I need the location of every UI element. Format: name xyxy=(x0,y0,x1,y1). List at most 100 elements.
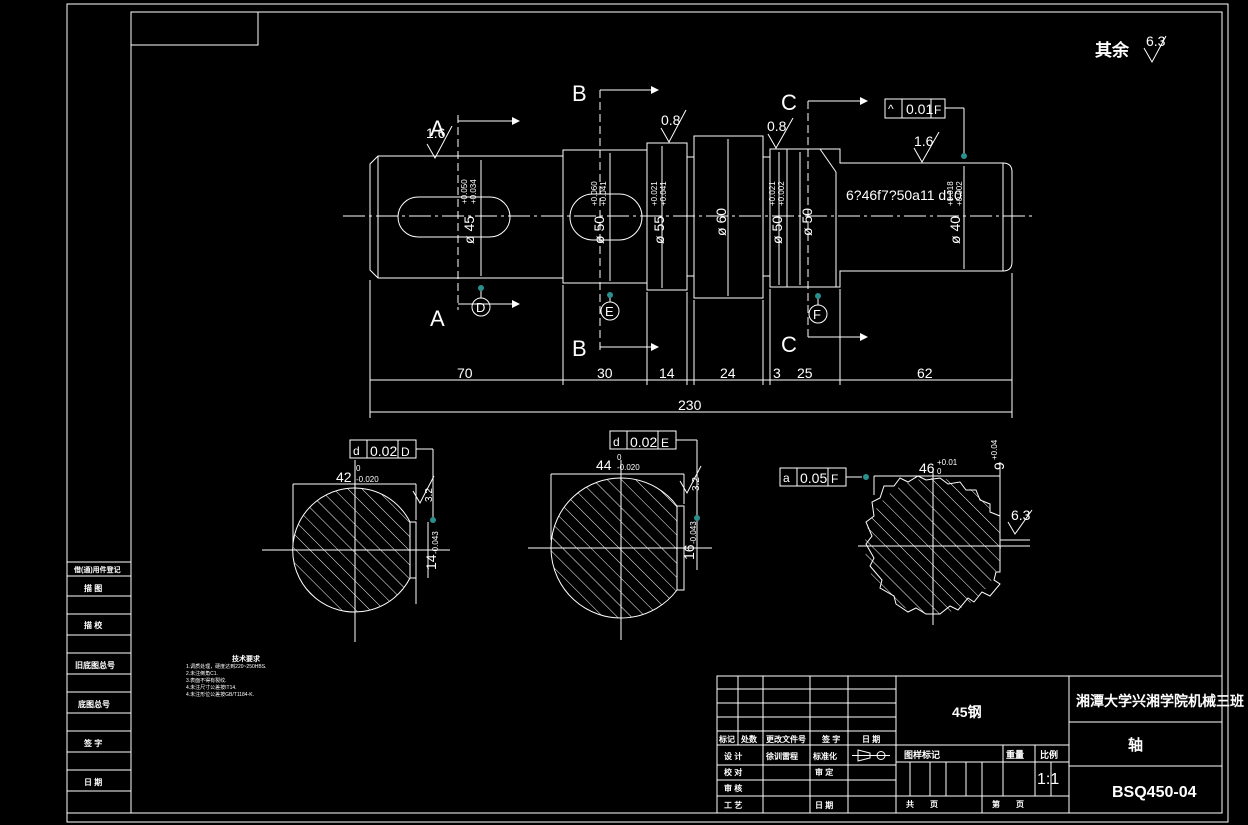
length-dim-lines xyxy=(369,273,1013,418)
section-cuts xyxy=(457,86,868,351)
dia-45: ø 45 xyxy=(461,216,477,244)
tol-top-datum: F xyxy=(934,103,941,117)
len-25: 25 xyxy=(797,365,813,381)
rev-header-2: 处数 xyxy=(740,734,758,744)
material: 45钢 xyxy=(952,704,982,720)
row-process: 工 艺 xyxy=(724,800,742,810)
len-62: 62 xyxy=(917,365,933,381)
datum-e: E xyxy=(605,304,614,319)
tech-req-line-2: 2.未注倒角C1. xyxy=(186,670,218,677)
dia-50a-tol-up: +0.060 xyxy=(590,181,599,206)
sec-b-width-tol: -0.020 xyxy=(617,463,640,472)
total-sheets: 共 页 xyxy=(906,799,938,809)
sec-c-roughness: 6.3 xyxy=(1011,507,1031,523)
sec-a-width-tol0: 0 xyxy=(356,464,361,473)
part-name: 轴 xyxy=(1128,736,1143,754)
tech-req-title: 技术要求 xyxy=(232,654,261,663)
datum-d: D xyxy=(476,300,485,315)
datum-f: F xyxy=(813,307,821,322)
sec-a-width: 42 xyxy=(336,469,352,485)
row-sign-person: 徐训雷程 xyxy=(765,751,798,761)
section-label-c-bottom: C xyxy=(781,332,797,357)
dia-55: ø 55 xyxy=(651,216,667,244)
tol-b-symbol: d xyxy=(613,435,620,449)
row-std: 标准化 xyxy=(812,751,837,761)
tol-c-datum: F xyxy=(831,472,838,486)
rev-header-4: 签 字 xyxy=(821,734,840,744)
stage-label: 图样标记 xyxy=(904,749,940,760)
sec-b-width: 44 xyxy=(596,457,612,473)
spline-note: 6?46f7?50a11 d10 xyxy=(846,187,962,203)
tol-c-symbol: a xyxy=(783,471,790,485)
dia-40: ø 40 xyxy=(947,216,963,244)
sec-a-depth-tol: -0.043 xyxy=(431,531,440,554)
section-label-b-bottom: B xyxy=(572,336,587,361)
surface-note-value: 6.3 xyxy=(1146,33,1166,49)
side-label-3: 描 校 xyxy=(84,620,103,630)
dia-50b-tol-lo: +0.002 xyxy=(777,181,786,206)
side-panel xyxy=(66,561,132,814)
scale-label: 比例 xyxy=(1040,749,1058,760)
dia-45-tol-lo: +0.034 xyxy=(469,179,478,204)
scale-value: 1:1 xyxy=(1037,771,1059,788)
dia-40-tol-up: +0.018 xyxy=(946,181,955,206)
roughness-symbols xyxy=(426,109,940,164)
row-design: 设 计 xyxy=(724,751,742,761)
len-total: 230 xyxy=(678,397,702,413)
roughness-icon xyxy=(1143,35,1167,64)
tol-c-value: 0.05 xyxy=(800,470,827,486)
tol-b-value: 0.02 xyxy=(630,434,657,450)
len-30: 30 xyxy=(597,365,613,381)
tol-a-value: 0.02 xyxy=(370,443,397,459)
sec-c-depth-tol: +0.04 xyxy=(990,439,999,460)
rev-header-1: 标记 xyxy=(718,734,735,744)
side-label-5: 底图总号 xyxy=(77,699,110,709)
row-review: 审 核 xyxy=(724,783,742,793)
roughness-1: 1.6 xyxy=(426,125,446,141)
projection-symbol-icon xyxy=(852,749,890,762)
rev-header-3: 更改文件号 xyxy=(766,734,806,744)
sec-b-width-tol0: 0 xyxy=(617,453,622,462)
section-label-c-top: C xyxy=(781,90,797,115)
section-label-a-top: A xyxy=(430,116,445,141)
sec-b-depth: 16 xyxy=(681,544,697,560)
side-label-1: 借(通)用件登记 xyxy=(73,565,121,574)
dia-50b-tol-up: +0.021 xyxy=(768,181,777,206)
title-block xyxy=(716,675,1223,814)
tech-req-line-5: 4.未注形位公差按GB/T1184-K. xyxy=(186,691,254,698)
dia-50c: ø 50 xyxy=(799,208,815,236)
sec-a-roughness: 3.2 xyxy=(424,488,435,502)
roughness-2: 0.8 xyxy=(661,112,681,128)
row-date: 日 期 xyxy=(815,800,833,810)
tol-a-datum: D xyxy=(401,445,410,459)
inner-frame xyxy=(130,11,1223,814)
side-label-7: 日 期 xyxy=(84,777,102,787)
company-name: 湘潭大学兴湘学院机械三班 xyxy=(1076,693,1244,709)
tol-b-datum: E xyxy=(661,436,669,450)
sec-c-depth: 9 xyxy=(991,462,1007,470)
row-approve: 审 定 xyxy=(815,767,833,777)
tech-req-line-3: 3.表面不得有裂纹. xyxy=(186,677,227,684)
surface-note-label: 其余 xyxy=(1095,40,1130,60)
dia-50b: ø 50 xyxy=(769,216,785,244)
keyway-1 xyxy=(397,196,511,238)
diameter-dim-lines xyxy=(480,139,965,296)
roughness-3: 0.8 xyxy=(767,118,787,134)
len-24: 24 xyxy=(720,365,736,381)
section-c-view xyxy=(779,462,1033,625)
tol-a-symbol: d xyxy=(353,444,360,458)
tech-req-line-4: 4.未注尺寸公差按IT14. xyxy=(186,684,237,691)
tolerance-frame-top xyxy=(884,98,967,159)
sec-c-width-tol0: 0 xyxy=(937,467,942,476)
section-label-a-bottom: A xyxy=(430,306,445,331)
dia-55-tol-up: +0.021 xyxy=(650,181,659,206)
dia-40-tol-lo: +0.002 xyxy=(955,181,964,206)
sec-c-width-tol: +0.01 xyxy=(937,458,958,467)
sec-a-depth: 14 xyxy=(423,554,439,570)
sec-b-roughness: 3.2 xyxy=(691,477,702,491)
dia-60: ø 60 xyxy=(713,208,729,236)
section-b-view xyxy=(528,430,712,640)
dia-50a-tol-lo: +0.041 xyxy=(599,181,608,206)
len-14: 14 xyxy=(659,365,675,381)
